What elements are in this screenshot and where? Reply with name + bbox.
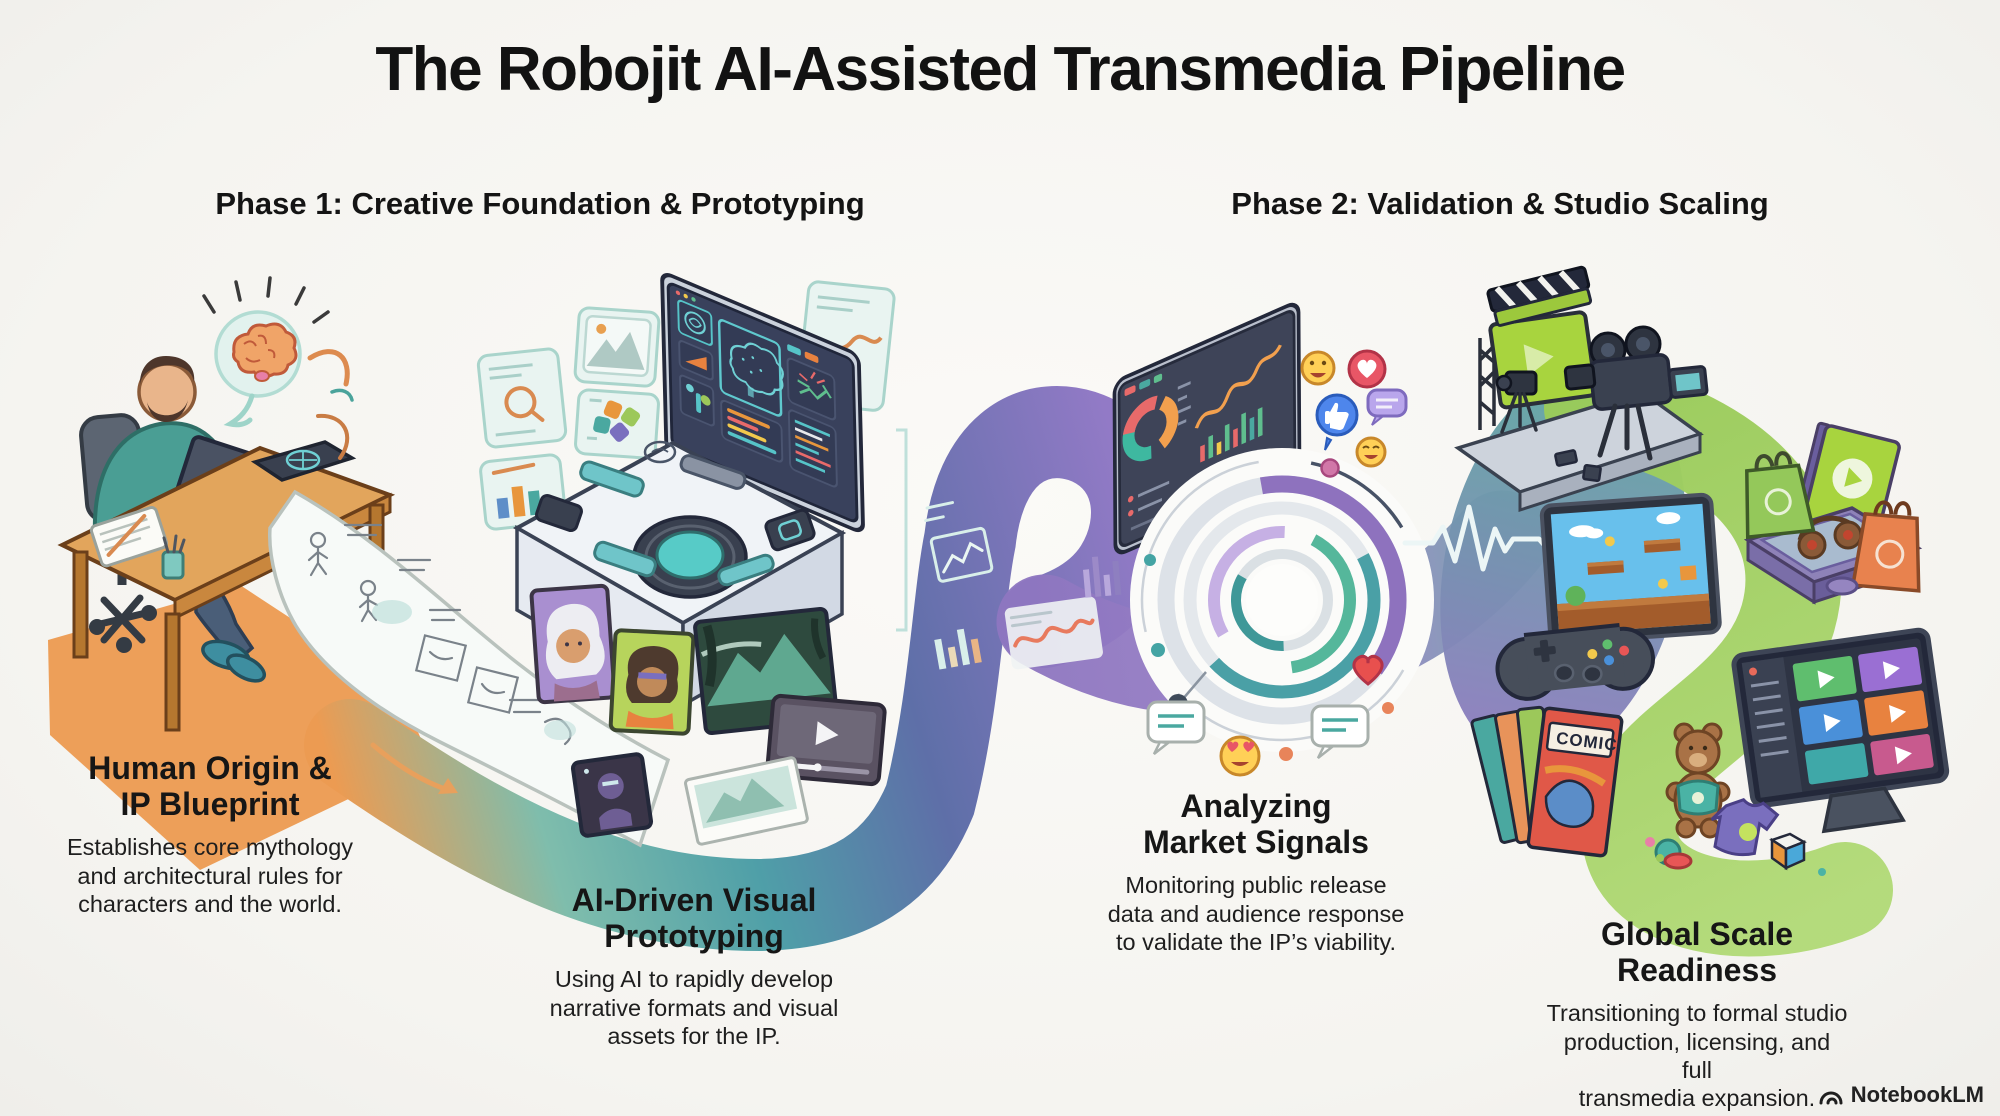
photo-card	[684, 756, 809, 846]
tripod-camera-icon	[1495, 370, 1538, 434]
flow-arrow-icon	[370, 742, 458, 794]
notebooklm-logo-icon	[1819, 1091, 1843, 1105]
brain-idea-icon	[232, 322, 298, 382]
heart-icon	[1347, 349, 1387, 389]
pencil-cup	[161, 534, 186, 580]
tablet-on-desk	[250, 440, 357, 482]
small-heart-icon	[1352, 654, 1384, 686]
thumbs-up-icon	[1315, 393, 1359, 451]
ai-prototyping-illustration	[476, 273, 908, 846]
palette-card	[574, 388, 660, 460]
laughing-emoji-icon	[1355, 436, 1387, 468]
watermark-brand: NotebookLM	[1850, 1082, 1984, 1107]
chat-bubble-icon-left	[1146, 700, 1206, 755]
mini-bars	[1200, 407, 1263, 463]
thought-bubble	[202, 276, 330, 428]
streaming-tv	[1731, 627, 1950, 834]
stage-description: Transitioning to formal studio productio…	[1546, 1000, 1848, 1111]
merch-box	[1743, 421, 1923, 605]
comic-books: COMIC	[1470, 705, 1624, 858]
green-screen-set	[1454, 265, 1709, 513]
stage-title: Global Scale Readiness	[1600, 916, 1794, 989]
stage-ai-prototyping: AI-Driven Visual Prototyping Using AI to…	[550, 882, 839, 1050]
ribbon-mini-charts	[924, 501, 1122, 670]
t-shirt-icon	[1710, 797, 1780, 857]
stage-description: Monitoring public release data and audie…	[1107, 872, 1405, 955]
watermark: NotebookLM	[1818, 1082, 1984, 1108]
phase-2-heading: Phase 2: Validation & Studio Scaling	[1231, 186, 1769, 221]
heart-eyes-emoji-icon	[1219, 735, 1261, 777]
social-reaction-icons	[1300, 349, 1408, 468]
stage-human-origin: Human Origin & IP Blueprint Establishes …	[67, 750, 353, 918]
stage-global-scale: Global Scale Readiness Transitioning to …	[1546, 916, 1849, 1112]
notebook	[89, 506, 168, 568]
character-portrait-cards	[529, 583, 887, 846]
gamepad-icon	[1495, 623, 1655, 701]
audience-response-icons	[1146, 654, 1384, 777]
shopping-bag-orange	[1850, 500, 1921, 593]
search-chart-card	[476, 347, 568, 449]
global-scale-illustration: COMIC	[1454, 265, 1950, 876]
toy-cube	[1769, 832, 1807, 871]
stage-description: Establishes core mythology and architect…	[66, 834, 354, 917]
stage-title: Analyzing Market Signals	[1143, 788, 1369, 861]
chat-bubble-icon-right	[1310, 704, 1370, 759]
green-swirl	[1544, 360, 1893, 957]
teddy-bear	[1665, 722, 1731, 839]
chat-bubble-icon	[1366, 388, 1408, 426]
stage-title: Human Origin & IP Blueprint	[88, 750, 332, 823]
decorative-swirls	[307, 349, 354, 460]
smiley-emoji-icon	[1300, 350, 1336, 386]
film-camera-icon	[1563, 325, 1709, 461]
page-title: The Robojit AI-Assisted Transmedia Pipel…	[375, 35, 1626, 104]
stage-title: AI-Driven Visual Prototyping	[571, 882, 817, 955]
human-origin-illustration	[57, 276, 671, 848]
toy-cap	[1654, 838, 1693, 870]
shopping-bag-green	[1745, 451, 1816, 540]
platformer-game-screen	[1539, 492, 1722, 646]
film-clapperboard-icon	[1486, 265, 1593, 327]
stage-market-signals: Analyzing Market Signals Monitoring publ…	[1108, 788, 1405, 956]
storyboard-scroll	[267, 489, 671, 848]
phase-1-heading: Phase 1: Creative Foundation & Prototypi…	[215, 186, 865, 221]
plush-merch	[1645, 722, 1826, 876]
image-card	[573, 306, 661, 388]
stage-description: Using AI to rapidly develop narrative fo…	[549, 966, 839, 1049]
